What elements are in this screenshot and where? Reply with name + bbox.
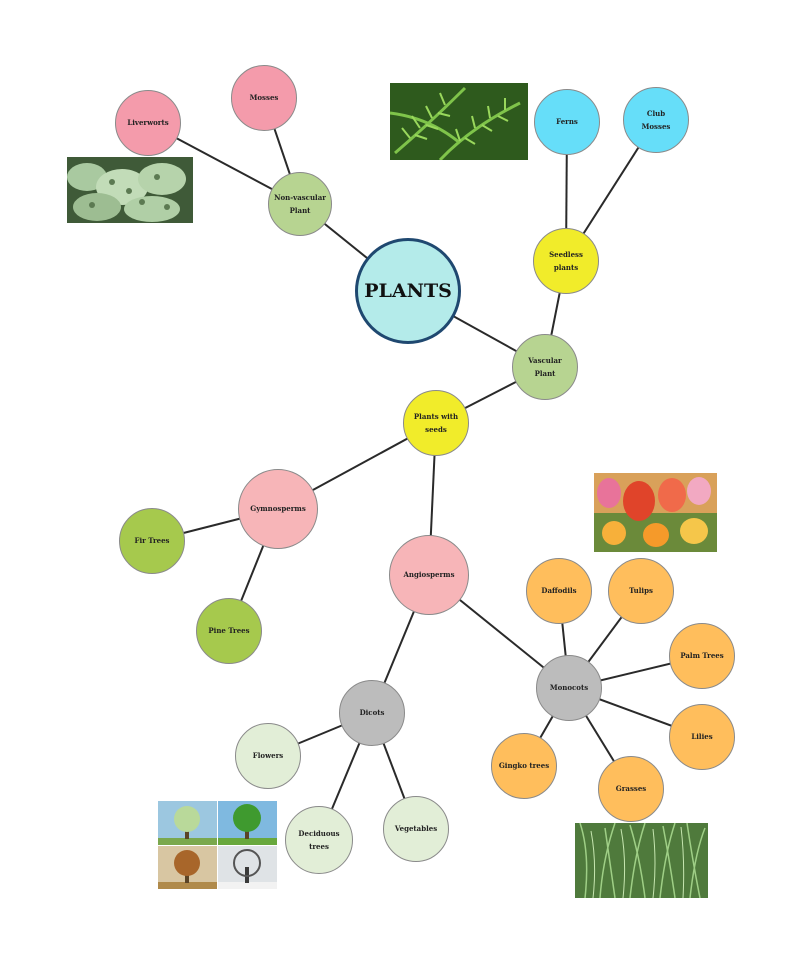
mosses-label: Mosses (249, 93, 279, 103)
liverwort-photo (67, 157, 193, 223)
gingko-trees-node: Gingko trees (491, 733, 557, 799)
plants-with-seeds-label: Plants with seeds (413, 411, 459, 434)
vegetables-node: Vegetables (383, 796, 449, 862)
plants-root-node: PLANTS (355, 238, 461, 344)
grass-photo (575, 823, 708, 898)
fir-trees-label: Fir Trees (134, 536, 170, 546)
nonvascular-plant-label: Non-vascular Plant (274, 192, 326, 215)
plants-root-label: PLANTS (364, 279, 452, 302)
seedless-plants-node: Seedless plants (533, 228, 599, 294)
ferns-node: Ferns (534, 89, 600, 155)
gymnosperms-label: Gymnosperms (250, 504, 306, 514)
grasses-node: Grasses (598, 756, 664, 822)
tulips-label: Tulips (629, 586, 653, 596)
nonvascular-plant-node: Non-vascular Plant (268, 172, 332, 236)
gingko-trees-label: Gingko trees (498, 761, 550, 771)
seedless-plants-label: Seedless plants (549, 249, 583, 272)
ferns-label: Ferns (556, 117, 578, 127)
monocots-node: Monocots (536, 655, 602, 721)
lilies-label: Lilies (691, 732, 713, 742)
grasses-label: Grasses (615, 784, 647, 794)
plants-with-seeds-node: Plants with seeds (403, 390, 469, 456)
mosses-node: Mosses (231, 65, 297, 131)
flowers-label: Flowers (252, 751, 284, 761)
monocots-label: Monocots (549, 683, 589, 693)
vascular-plant-node: Vascular Plant (512, 334, 578, 400)
deciduous-trees-label: Deciduous trees (298, 828, 340, 851)
angiosperms-node: Angiosperms (389, 535, 469, 615)
tulip-photo (594, 473, 717, 552)
daffodils-node: Daffodils (526, 558, 592, 624)
dicots-label: Dicots (359, 708, 385, 718)
fir-trees-node: Fir Trees (119, 508, 185, 574)
gymnosperms-node: Gymnosperms (238, 469, 318, 549)
tree-seasons-photo (158, 801, 277, 889)
deciduous-trees-node: Deciduous trees (285, 806, 353, 874)
lilies-node: Lilies (669, 704, 735, 770)
palm-trees-label: Palm Trees (680, 651, 724, 661)
vegetables-label: Vegetables (394, 824, 438, 834)
angiosperms-label: Angiosperms (403, 570, 455, 580)
pine-trees-node: Pine Trees (196, 598, 262, 664)
liverworts-node: Liverworts (115, 90, 181, 156)
flowers-node: Flowers (235, 723, 301, 789)
vascular-plant-label: Vascular Plant (528, 355, 562, 378)
liverworts-label: Liverworts (127, 118, 169, 128)
fern-photo (390, 83, 528, 160)
palm-trees-node: Palm Trees (669, 623, 735, 689)
pine-trees-label: Pine Trees (208, 626, 250, 636)
tulips-node: Tulips (608, 558, 674, 624)
daffodils-label: Daffodils (541, 586, 577, 596)
club-mosses-label: Club Mosses (641, 108, 671, 131)
club-mosses-node: Club Mosses (623, 87, 689, 153)
dicots-node: Dicots (339, 680, 405, 746)
